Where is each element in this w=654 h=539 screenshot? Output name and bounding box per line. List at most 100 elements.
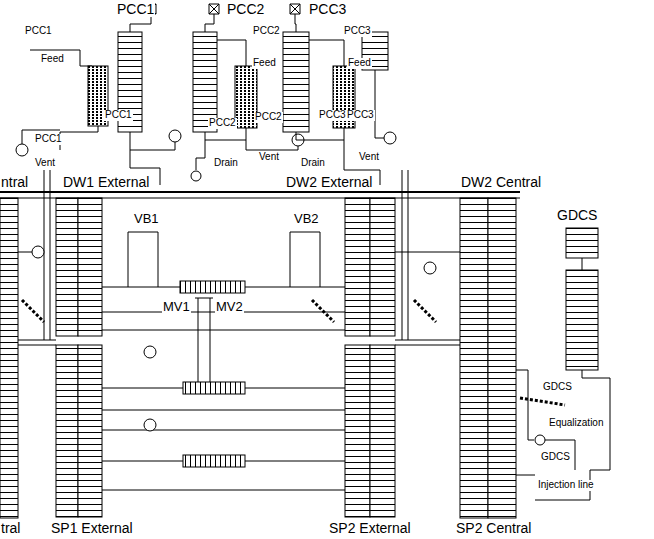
volume-cells	[488, 198, 516, 518]
pipe-line	[296, 128, 344, 140]
pipe-line	[102, 461, 345, 462]
pipe-line	[30, 50, 92, 66]
pipe-line	[0, 191, 520, 193]
volume-cells	[566, 228, 598, 258]
pipe-line	[102, 287, 345, 288]
junction-symbol	[144, 346, 156, 358]
volume-cells	[0, 198, 18, 518]
part-label: Feed	[40, 54, 65, 65]
part-label: Vent	[34, 158, 56, 169]
part-label: SP1 External	[50, 521, 134, 536]
pipe-line	[402, 170, 408, 340]
part-label: MV1	[162, 300, 191, 314]
part-label: DW1 External	[62, 175, 150, 190]
part-label: PCC2	[208, 118, 237, 129]
part-label: PCC3	[343, 26, 372, 37]
pipe-line	[18, 340, 460, 345]
junction-symbol	[32, 246, 44, 258]
part-label: PCC1	[104, 110, 133, 121]
volume-cells	[78, 345, 102, 517]
pipe-line	[130, 14, 151, 32]
pipe-line	[535, 370, 610, 500]
volume-cells	[345, 345, 370, 517]
pipe-line	[44, 170, 50, 340]
pipe-line	[295, 14, 296, 32]
pipe-line	[18, 252, 460, 253]
pipe-line	[582, 258, 583, 270]
part-label: PCC1	[24, 26, 53, 37]
part-label: PCC2	[252, 26, 281, 37]
volume-cells	[180, 281, 245, 293]
part-label: GDCS	[540, 452, 571, 463]
part-label: ntral	[0, 175, 29, 190]
part-label: PCC1	[34, 134, 63, 145]
pipe-line	[196, 140, 205, 170]
pipe-line	[520, 398, 565, 405]
part-label: SP2 External	[328, 521, 412, 536]
pipe-line	[205, 128, 246, 140]
part-label: Drain	[300, 158, 326, 169]
junction-symbol	[16, 144, 28, 156]
pipe-line	[22, 300, 436, 322]
part-label: SP2 Central	[455, 521, 532, 536]
part-label: PCC3	[346, 110, 375, 121]
junction-symbol	[424, 262, 436, 274]
pipe-line	[102, 410, 345, 430]
part-label: Drain	[213, 158, 239, 169]
part-label: tral	[0, 521, 21, 536]
pipe-line	[130, 132, 175, 150]
pipe-line	[516, 370, 534, 440]
volume-cells	[56, 345, 78, 517]
pipe-line	[60, 126, 98, 150]
part-label: Feed	[252, 58, 277, 69]
pipe-line	[195, 298, 213, 382]
junction-symbol	[169, 130, 181, 142]
junction-symbol	[384, 132, 396, 144]
junction-symbol	[535, 435, 545, 445]
part-label: DW2 External	[285, 175, 373, 190]
pipe-line	[290, 232, 320, 287]
volume-cells	[370, 345, 395, 517]
pipe-line	[128, 232, 158, 287]
volume-cells	[370, 198, 395, 336]
volume-cells	[183, 455, 245, 467]
pipe-line	[309, 40, 344, 66]
part-label: PCC3	[318, 110, 347, 121]
part-label: MV2	[215, 300, 244, 314]
part-label: VB2	[293, 212, 320, 226]
pipe-line	[102, 388, 345, 389]
volume-cells	[56, 198, 78, 336]
volume-cells	[460, 198, 488, 518]
volume-cells	[183, 382, 245, 394]
part-label: PCC1	[116, 2, 155, 17]
part-label: DW2 Central	[460, 175, 542, 190]
pipe-line	[102, 490, 345, 491]
part-label: Vent	[258, 152, 280, 163]
part-label: GDCS	[556, 208, 598, 223]
pipe-line	[516, 475, 535, 476]
junction-symbol	[144, 419, 156, 431]
pipe-line	[102, 312, 345, 330]
volume-cells	[283, 32, 309, 132]
part-label: Equalization	[548, 418, 604, 429]
volume-cells	[345, 198, 370, 336]
volume-cells	[566, 270, 598, 370]
part-label: PCC2	[226, 2, 265, 17]
containment-volumes	[0, 170, 520, 518]
pipe-line	[217, 40, 246, 66]
pipe-line	[375, 70, 384, 138]
part-label: Vent	[358, 152, 380, 163]
pipe-line	[205, 14, 214, 32]
pcc-units	[16, 4, 396, 185]
part-label: Feed	[347, 58, 372, 69]
junction-symbol	[191, 171, 201, 181]
volume-cells	[193, 32, 217, 132]
pipe-line	[246, 140, 298, 150]
part-label: PCC3	[308, 2, 347, 17]
valve-symbol	[209, 4, 219, 14]
gdcs-pool	[516, 228, 610, 500]
part-label: GDCS	[542, 382, 573, 393]
part-label: Injection line	[537, 480, 595, 491]
